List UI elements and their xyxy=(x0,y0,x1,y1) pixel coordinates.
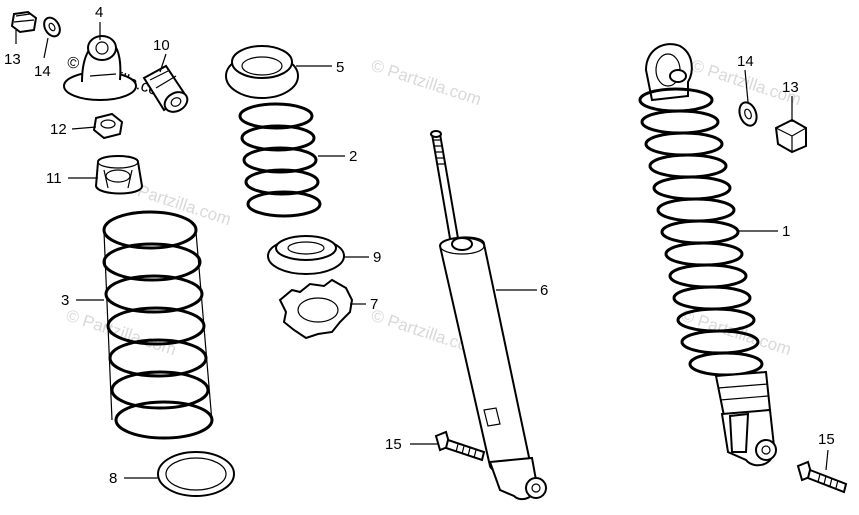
part-13-cap-nut xyxy=(10,10,38,34)
callout-11: 11 xyxy=(46,170,62,187)
part-5-spring-cap xyxy=(225,45,299,99)
callout-3: 3 xyxy=(61,292,69,309)
callout-9: 9 xyxy=(373,249,381,266)
callout-6: 6 xyxy=(540,282,548,299)
callout-7: 7 xyxy=(370,296,378,313)
part-15-bolt-right xyxy=(796,460,848,494)
part-2-spring xyxy=(238,102,322,218)
callout-4: 4 xyxy=(95,4,103,21)
part-1-shock-assembly xyxy=(638,43,777,467)
leader-lines xyxy=(15,22,829,479)
callout-2: 2 xyxy=(349,148,357,165)
watermark: © Partzilla.com xyxy=(369,56,484,109)
callout-14: 14 xyxy=(737,53,754,70)
callout-12: 12 xyxy=(50,121,67,138)
part-14-washer-right xyxy=(738,101,758,127)
part-15-bolt-left xyxy=(434,430,486,462)
part-13-cap-nut-right xyxy=(774,118,807,154)
part-10-bushing xyxy=(142,64,189,113)
callout-13: 13 xyxy=(4,51,21,68)
callout-15: 15 xyxy=(818,431,835,448)
part-6-damper xyxy=(430,130,547,501)
callout-13: 13 xyxy=(782,79,799,96)
part-3-spring xyxy=(102,210,214,440)
part-14-washer xyxy=(43,16,61,38)
part-4-upper-mount xyxy=(63,35,137,101)
part-7-lock-plate xyxy=(278,278,354,340)
part-9-spring-seat xyxy=(267,235,345,275)
part-11-spring-seat xyxy=(94,155,144,195)
callout-labels: 13 14 4 10 5 12 2 11 9 3 7 6 14 13 1 15 … xyxy=(4,4,835,487)
part-12-nut xyxy=(92,112,124,140)
part-8-ring xyxy=(157,451,235,497)
callout-10: 10 xyxy=(153,37,170,54)
callout-15: 15 xyxy=(385,436,402,453)
callout-5: 5 xyxy=(336,59,344,76)
callout-1: 1 xyxy=(782,223,790,240)
callout-8: 8 xyxy=(109,470,117,487)
callout-14: 14 xyxy=(34,63,51,80)
